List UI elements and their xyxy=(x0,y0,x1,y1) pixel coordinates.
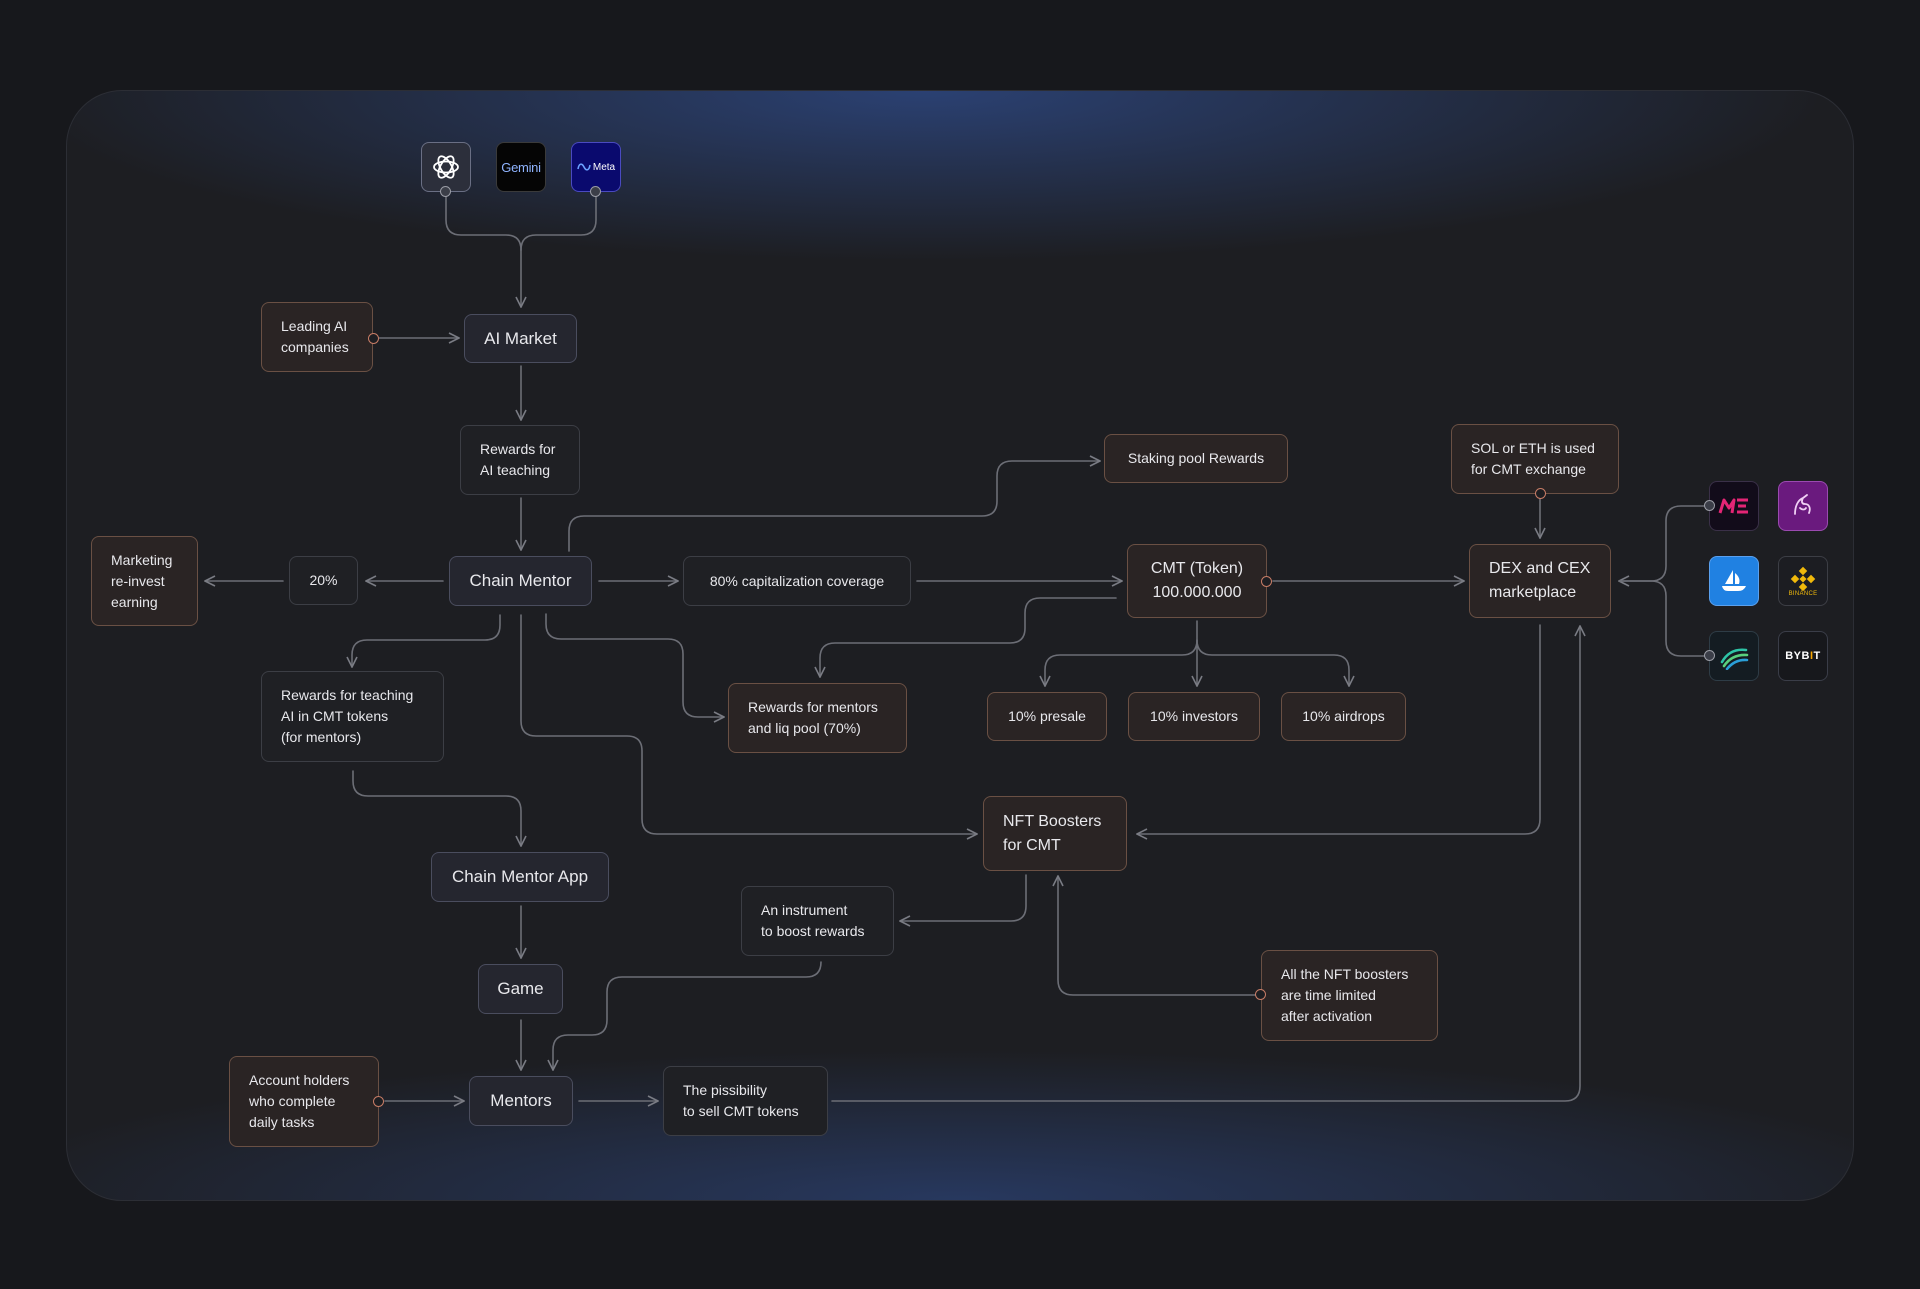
marketing-reinvest-node: Marketing re-invest earning xyxy=(91,536,198,626)
rewards-ai-teaching-node: Rewards for AI teaching xyxy=(460,425,580,495)
magic-eden-icon[interactable] xyxy=(1709,481,1759,531)
openai-connector-dot xyxy=(440,186,451,197)
openai-icon[interactable] xyxy=(421,142,471,192)
dex-cex-marketplace-node: DEX and CEX marketplace xyxy=(1469,544,1611,618)
account-holders-node: Account holders who complete daily tasks xyxy=(229,1056,379,1147)
cmt-connector-dot xyxy=(1261,576,1272,587)
wire-chain-mentor-rewards-cmt xyxy=(346,614,501,668)
magic-eden-connector-dot xyxy=(1704,500,1715,511)
bybit-label: BYBIT xyxy=(1785,650,1821,662)
cmt-token-node: CMT (Token) 100.000.000 xyxy=(1127,544,1267,618)
presale-node: 10% presale xyxy=(987,692,1107,741)
wire-sell-dex xyxy=(831,625,1586,1102)
sell-cmt-tokens-node: The pissibility to sell CMT tokens xyxy=(663,1066,828,1136)
nft-boosters-node: NFT Boosters for CMT xyxy=(983,796,1127,871)
staking-pool-rewards-node: Staking pool Rewards xyxy=(1104,434,1288,483)
rewards-mentors-liq-node: Rewards for mentors and liq pool (70%) xyxy=(728,683,907,753)
ai-market-node: AI Market xyxy=(464,314,577,363)
rewards-cmt-mentors-node: Rewards for teaching AI in CMT tokens (f… xyxy=(261,671,444,762)
wire-cmt-airdrops xyxy=(1196,639,1355,687)
airdrops-node: 10% airdrops xyxy=(1281,692,1406,741)
game-node: Game xyxy=(478,964,563,1014)
diagram-panel xyxy=(66,90,1854,1201)
wire-chain-mentor-liq xyxy=(545,613,725,723)
chain-mentor-app-node: Chain Mentor App xyxy=(431,852,609,902)
wire-rewards-cmt-app xyxy=(352,770,527,847)
account-holders-connector-dot xyxy=(373,1096,384,1107)
investors-node: 10% investors xyxy=(1128,692,1260,741)
meta-label: Meta xyxy=(592,161,616,173)
sol-eth-exchange-node: SOL or ETH is used for CMT exchange xyxy=(1451,424,1619,494)
uniswap-icon[interactable] xyxy=(1778,481,1828,531)
wire-cmt-split xyxy=(1039,620,1198,687)
wire-chain-mentor-nft xyxy=(520,614,978,840)
orca-icon[interactable] xyxy=(1709,631,1759,681)
wire-logo-top-dex xyxy=(1618,505,1710,587)
sol-eth-connector-dot xyxy=(1535,488,1546,499)
wire-openai-to-merge xyxy=(445,191,522,251)
wire-dex-nft xyxy=(1136,624,1541,840)
wire-meta-to-merge xyxy=(520,191,597,251)
leading-ai-connector-dot xyxy=(368,333,379,344)
nft-time-limited-connector-dot xyxy=(1255,989,1266,1000)
wire-time-limited-nft xyxy=(1052,875,1261,996)
binance-icon[interactable]: BINANCE xyxy=(1778,556,1828,606)
wire-nft-instrument xyxy=(899,874,1027,927)
wire-logo-bottom-dex xyxy=(1650,580,1710,657)
opensea-icon[interactable] xyxy=(1709,556,1759,606)
nft-time-limited-node: All the NFT boosters are time limited af… xyxy=(1261,950,1438,1041)
gemini-icon[interactable]: Gemini xyxy=(496,142,546,192)
meta-icon[interactable]: Meta xyxy=(571,142,621,192)
gemini-label: Gemini xyxy=(501,159,541,175)
bybit-icon[interactable]: BYBIT xyxy=(1778,631,1828,681)
twenty-percent-node: 20% xyxy=(289,556,358,605)
wire-cmt-liq xyxy=(814,597,1117,678)
binance-label: BINANCE xyxy=(1788,590,1818,597)
chain-mentor-node: Chain Mentor xyxy=(449,556,592,606)
leading-ai-companies-node: Leading AI companies xyxy=(261,302,373,372)
orca-connector-dot xyxy=(1704,650,1715,661)
wire-chain-mentor-staking xyxy=(568,455,1101,552)
mentors-node: Mentors xyxy=(469,1076,573,1126)
instrument-boost-node: An instrument to boost rewards xyxy=(741,886,894,956)
meta-connector-dot xyxy=(590,186,601,197)
wire-instrument-mentors xyxy=(547,961,822,1071)
capitalization-coverage-node: 80% capitalization coverage xyxy=(683,556,911,606)
